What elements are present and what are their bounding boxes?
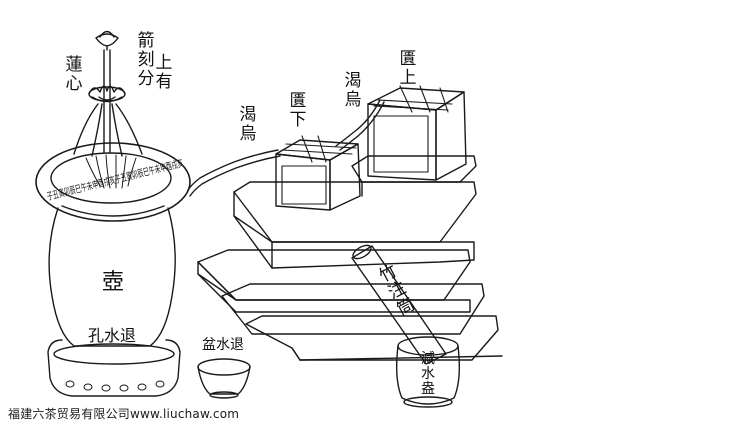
label-arrow-carved: 箭刻分 bbox=[137, 31, 155, 89]
label-upper-crow: 渴烏 bbox=[344, 71, 362, 110]
lower-siphon-tube bbox=[187, 149, 281, 197]
label-drain-basin: 盆水退 bbox=[202, 337, 244, 353]
label-upper-tank: 匱上 bbox=[399, 49, 417, 88]
lotus-heart-flower bbox=[88, 85, 126, 103]
upper-tank bbox=[367, 85, 467, 181]
label-reduce-jar: 減水盎 bbox=[421, 351, 435, 397]
label-lower-crow: 渴烏 bbox=[239, 105, 257, 144]
label-upper-has: 上有 bbox=[155, 53, 173, 92]
lotus-flower-top bbox=[95, 30, 119, 51]
bamboo-pipe bbox=[351, 244, 447, 365]
watermark-text: 福建六茶贸易有限公司www.liuchaw.com bbox=[8, 407, 240, 421]
reduce-water-jar bbox=[395, 336, 461, 408]
label-lotus-heart: 蓮心 bbox=[65, 55, 83, 94]
upper-siphon-tube bbox=[335, 99, 385, 151]
dial-hour-characters: 子丑寅卯辰巳午未申酉戌亥子丑寅卯辰巳午未申酉戌亥 bbox=[46, 156, 185, 202]
hour-dial-ring bbox=[35, 142, 191, 222]
label-pot: 壺 bbox=[102, 270, 125, 295]
label-drain-hole: 孔水退 bbox=[88, 326, 137, 345]
support-struts bbox=[73, 103, 143, 157]
lower-tank bbox=[275, 135, 361, 211]
label-lower-tank: 匱下 bbox=[289, 91, 307, 130]
stepped-platform bbox=[197, 181, 503, 361]
pot-stand bbox=[47, 339, 181, 397]
drain-basin bbox=[197, 358, 251, 399]
water-pot bbox=[48, 205, 176, 347]
